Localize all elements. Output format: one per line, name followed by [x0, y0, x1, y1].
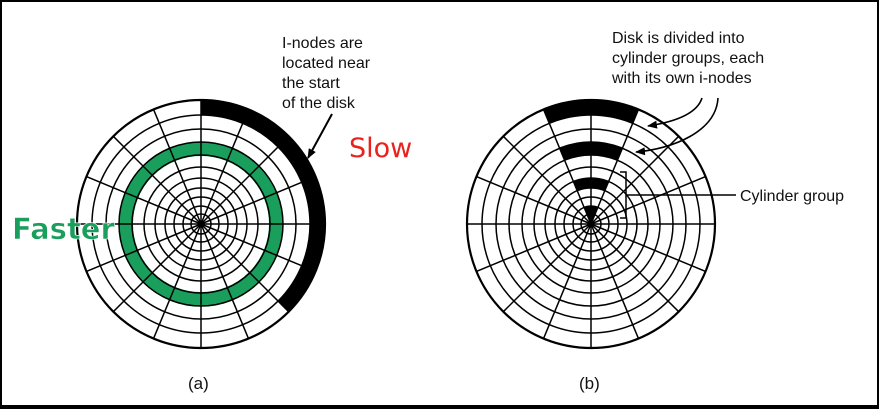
sector-line [476, 175, 592, 225]
sector-line [502, 223, 592, 313]
disk-a [75, 98, 327, 350]
sector-line [590, 223, 640, 339]
disk-a-tracks-and-sectors [75, 98, 327, 350]
sector-line [476, 223, 592, 273]
sector-line [502, 135, 592, 225]
groups-note-line-2: cylinder groups, each [612, 50, 764, 67]
inode-pointer-arrow [307, 113, 333, 159]
sector-line [200, 175, 316, 225]
sector-line [200, 109, 250, 225]
sector-line [152, 109, 202, 225]
cylinder-groups-note: Disk is divided into cylinder groups, ea… [611, 30, 764, 87]
inode-note-line-4: of the disk [282, 95, 356, 112]
sector-line [86, 175, 202, 225]
sector-line [86, 223, 202, 273]
disk-b-tracks-and-sectors [465, 98, 717, 350]
groups-note-line-1: Disk is divided into [612, 30, 745, 47]
groups-note-line-3: with its own i-nodes [611, 70, 752, 87]
disk-b [465, 98, 717, 350]
inode-note-line-3: the start [282, 75, 340, 92]
sector-line [542, 109, 592, 225]
sector-line [542, 223, 592, 339]
sector-line [200, 223, 250, 339]
caption-a: (a) [188, 374, 209, 393]
cylinder-group-label: Cylinder group [740, 188, 844, 205]
inode-note-a: I-nodes are located near the start of th… [282, 35, 371, 112]
inode-note-line-1: I-nodes are [282, 35, 363, 52]
slow-label: Slow [349, 133, 412, 164]
sector-line [112, 223, 202, 313]
sector-line [152, 223, 202, 339]
inode-region [201, 100, 326, 312]
sector-line [200, 223, 290, 313]
faster-label: Faster [12, 212, 115, 246]
sector-line [590, 175, 706, 225]
group-arrow-inner [635, 97, 719, 156]
sector-line [112, 135, 202, 225]
sector-line [590, 135, 680, 225]
group-arrow-outer [647, 97, 703, 129]
sector-line [590, 223, 706, 273]
sector-line [200, 135, 290, 225]
sector-line [590, 223, 680, 313]
sector-line [200, 223, 316, 273]
sector-line [590, 109, 640, 225]
inode-note-line-2: located near [282, 55, 371, 72]
caption-b: (b) [579, 374, 600, 393]
